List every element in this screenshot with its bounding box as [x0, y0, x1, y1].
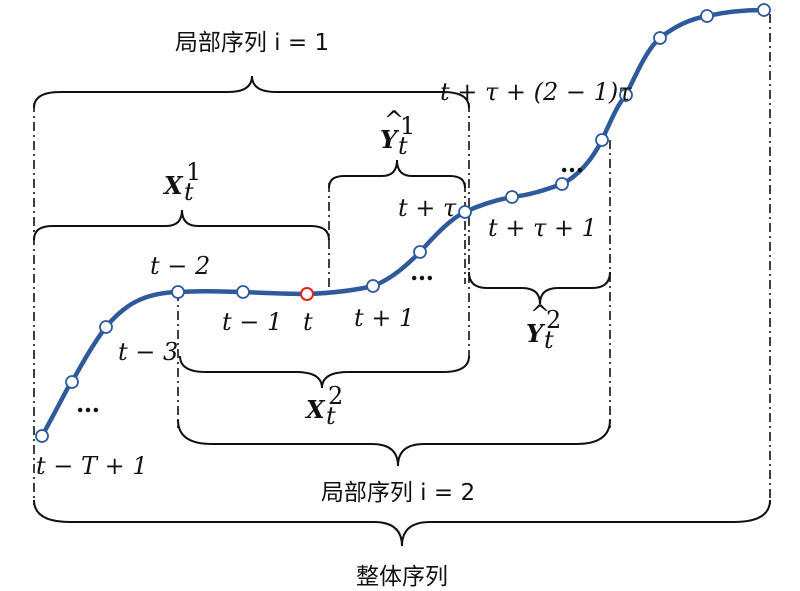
label-t: t — [303, 308, 313, 336]
boundary-lines — [33, 14, 771, 505]
point-early-1 — [65, 375, 79, 389]
label-yhat2: ^ Y t 2 — [526, 300, 561, 354]
point-t-minus-T-plus-1 — [35, 429, 49, 443]
brace-whole-seq — [33, 499, 771, 547]
label-x1-sup: 1 — [186, 158, 201, 186]
label-x1-main: X — [162, 171, 184, 200]
label-yhat1-sup: 1 — [400, 112, 415, 140]
label-x2: X t 2 — [304, 382, 343, 430]
label-x2-main: X — [304, 395, 326, 424]
label-local-seq-2: 局部序列 i = 2 — [321, 480, 475, 506]
label-yhat1-main: Y — [380, 125, 400, 154]
label-yhat1: ^ Y t 1 — [380, 106, 415, 160]
point-mid-2 — [555, 177, 569, 191]
point-t-minus-3 — [99, 320, 113, 334]
label-local-seq-1: 局部序列 i = 1 — [175, 30, 329, 56]
label-x1: X t 1 — [162, 158, 201, 206]
ellipsis-late: … — [560, 149, 584, 178]
label-x1-sub: t — [184, 178, 194, 206]
label-x2-sup: 2 — [328, 382, 343, 410]
point-t-plus-tau-plus-2-1-tau — [619, 88, 633, 102]
braces — [33, 75, 771, 547]
label-whole-seq: 整体序列 — [356, 564, 448, 590]
label-yhat1-hat: ^ — [384, 106, 404, 134]
label-t-plus-1: t + 1 — [354, 304, 414, 332]
ellipsis-mid: … — [410, 257, 434, 286]
brace-x2 — [179, 355, 470, 389]
point-t-minus-2 — [171, 285, 185, 299]
point-mid-3 — [595, 133, 609, 147]
brace-x1 — [33, 209, 330, 241]
label-t-minus-1: t − 1 — [222, 308, 282, 336]
point-last — [757, 3, 771, 17]
label-yhat2-sup: 2 — [546, 306, 561, 334]
brace-yhat1 — [328, 159, 466, 189]
label-yhat1-sub: t — [398, 132, 408, 160]
point-t-minus-1 — [236, 285, 250, 299]
point-t-current — [300, 287, 314, 301]
point-t-plus-tau — [458, 205, 472, 219]
point-late-2 — [700, 9, 714, 23]
label-yhat2-sub: t — [544, 326, 554, 354]
label-yhat2-hat: ^ — [530, 300, 550, 328]
label-t-minus-2: t − 2 — [150, 252, 210, 280]
point-mid-1 — [413, 245, 427, 259]
series-curve — [39, 7, 767, 439]
point-t-plus-tau-plus-1 — [505, 190, 519, 204]
label-t-minus-T-plus-1: t − T + 1 — [36, 452, 148, 480]
label-t-plus-tau-plus-2-1-tau: t + τ + (2 − 1)τ — [440, 78, 632, 106]
brace-yhat2 — [468, 271, 611, 305]
sample-points — [35, 3, 771, 443]
label-t-plus-tau-plus-1: t + τ + 1 — [488, 214, 597, 242]
label-t-plus-tau: t + τ — [398, 194, 457, 222]
label-t-minus-3: t − 3 — [118, 338, 178, 366]
point-late-1 — [653, 31, 667, 45]
point-t-plus-1 — [366, 279, 380, 293]
brace-local-seq-2 — [177, 419, 611, 467]
label-x2-sub: t — [326, 402, 336, 430]
brace-local-seq-1 — [33, 75, 470, 109]
ellipsis-early: … — [76, 389, 100, 418]
label-yhat2-main: Y — [526, 319, 546, 348]
